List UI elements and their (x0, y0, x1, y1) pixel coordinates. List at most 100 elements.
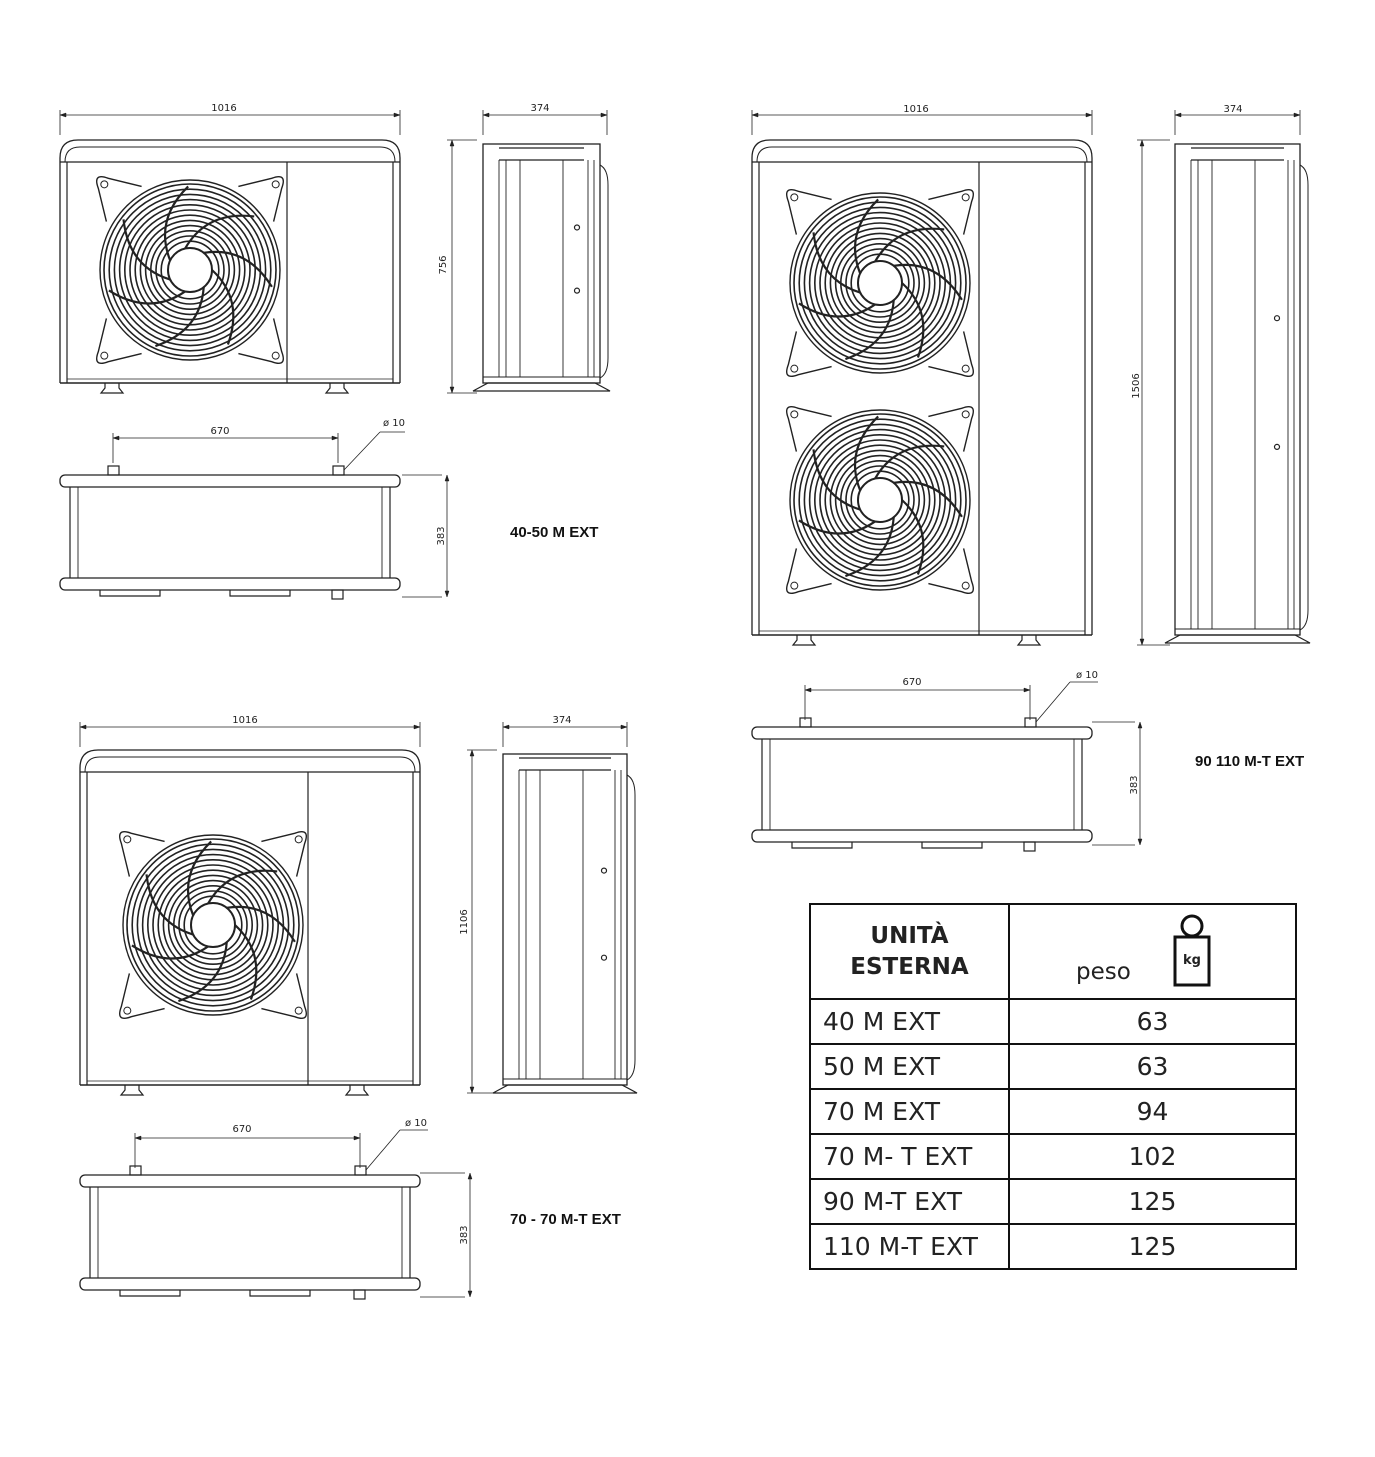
fan-grille-ring (845, 248, 915, 318)
top-view-upper-rail (79, 1174, 421, 1188)
unit-front-outline (79, 749, 421, 1085)
model-label-40-50: 40-50 M EXT (510, 524, 598, 541)
fan-grille-ring (803, 206, 957, 360)
fan-grille-ring (178, 890, 248, 960)
fan-icon (118, 830, 308, 1020)
fan-mount-lug (238, 175, 285, 222)
arrow-icon (112, 435, 339, 441)
unit-foot (119, 1085, 145, 1096)
dim-topdepth-90-110: 383 (1129, 775, 1140, 794)
fan-blade (207, 869, 278, 905)
side-screw (600, 954, 608, 961)
side-base (492, 1084, 638, 1094)
arrow-icon (502, 724, 628, 730)
water-connection (332, 465, 345, 476)
fan-blade (901, 282, 925, 358)
fan-grille-ring (803, 423, 957, 577)
fan-blade (131, 944, 209, 960)
mount-hole (961, 364, 970, 373)
fan-blade (184, 214, 255, 250)
fan-blade (812, 449, 861, 511)
fan-guard-top (99, 590, 291, 597)
fan-grille-ring (131, 843, 295, 1007)
unit-40-50-drawings (59, 110, 611, 600)
dim-pipe-70: ø 10 (405, 1118, 427, 1129)
fan-icon (785, 405, 975, 595)
fan-grille-ring (129, 209, 251, 331)
row-model: 110 M-T EXT (809, 1223, 1010, 1270)
model-label-70: 70 - 70 M-T EXT (510, 1211, 621, 1228)
fan-blade (122, 219, 171, 281)
header-unit-line2: ESTERNA (850, 953, 969, 980)
fan-grille-ring (798, 418, 962, 582)
row-model: 70 M- T EXT (809, 1133, 1010, 1180)
fan-blade (853, 415, 879, 491)
unit-foot (791, 635, 817, 646)
fan-blade (234, 924, 258, 1000)
fan-mount-lug (928, 405, 975, 452)
mount-hole (790, 410, 799, 419)
mount-hole (123, 835, 132, 844)
fan-grille-ring (113, 193, 267, 347)
fan-mount-lug (95, 175, 142, 222)
side-screw (1273, 443, 1281, 450)
fan-grille-ring (819, 222, 941, 344)
side-base (1164, 634, 1311, 644)
fan-blade (798, 519, 876, 535)
fan-hub (190, 902, 236, 948)
fan-blade (874, 444, 945, 480)
unit-front-outline (751, 139, 1093, 635)
dim-pipe-90-110: ø 10 (1076, 670, 1098, 681)
header-unit-line1: UNITÀ (870, 922, 949, 949)
leader-line (343, 431, 381, 471)
fan-guard-profile (599, 164, 609, 379)
fan-icon (95, 175, 285, 365)
fan-mount-lug (928, 188, 975, 235)
fan-mount-lug (785, 405, 832, 452)
fan-grille-ring (813, 217, 946, 349)
row-model: 40 M EXT (809, 998, 1010, 1045)
fan-blade (812, 232, 861, 294)
fan-guard-top (119, 1290, 311, 1297)
mount-hole (294, 1006, 303, 1015)
fan-grille-ring (118, 198, 262, 342)
top-view-lower-rail (79, 1277, 421, 1291)
mount-hole (271, 351, 280, 360)
dim-height-90-110: 1506 (1131, 373, 1142, 398)
dim-depth-40-50: 374 (530, 103, 549, 114)
fan-guard-profile (1299, 164, 1309, 631)
row-weight: 63 (1008, 1043, 1297, 1090)
side-base (472, 382, 611, 392)
fan-grille-ring (829, 232, 931, 334)
header-weight-label: peso (1076, 959, 1131, 985)
fan-mount-lug (928, 331, 975, 378)
fan-guard-profile (626, 774, 636, 1081)
mount-hole (790, 581, 799, 590)
arrow-icon (59, 112, 401, 118)
fan-blade (874, 227, 945, 263)
water-connection (107, 465, 120, 476)
arrow-icon (134, 1135, 361, 1141)
dim-topdepth-70: 383 (459, 1225, 470, 1244)
dim-width-70: 1016 (232, 715, 257, 726)
model-label-90-110: 90 110 M-T EXT (1195, 753, 1304, 770)
fan-grille-ring (834, 237, 926, 329)
fan-hub (167, 247, 213, 293)
row-weight: 125 (1008, 1223, 1297, 1270)
water-connection (354, 1165, 367, 1176)
fan-mount-lug (261, 830, 308, 877)
fan-grille-ring (793, 196, 967, 370)
arrow-icon (79, 724, 421, 730)
unit-70-drawings (79, 722, 638, 1300)
top-cover (64, 146, 396, 163)
fan-grille-ring (152, 864, 274, 986)
fan-mount-lug (785, 548, 832, 595)
fan-grille-ring (813, 433, 946, 566)
fan-mount-lug (118, 830, 165, 877)
